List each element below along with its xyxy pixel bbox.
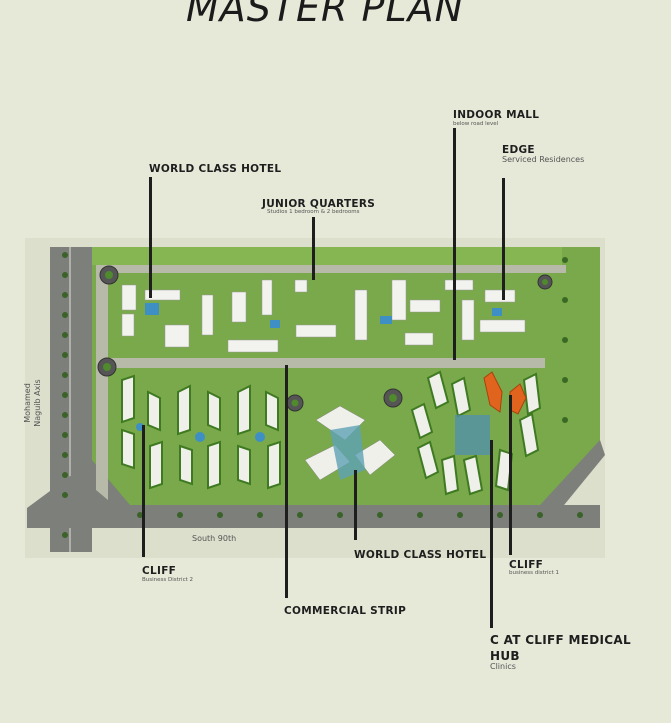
top-buildings	[121, 279, 526, 353]
leader-line-edge	[502, 178, 505, 300]
leader-line-indoor-mall	[453, 128, 456, 360]
sublabel-junior-quarters: Studios 1 bedroom & 2 bedrooms	[267, 209, 360, 215]
trees	[62, 252, 583, 538]
label-junior-quarters: JUNIOR QUARTERS	[262, 198, 376, 210]
sublabel-edge: Serviced Residences	[502, 155, 585, 164]
leader-line-cliff-1	[509, 395, 512, 555]
label-indoor-mall: INDOOR MALL	[453, 109, 540, 121]
leader-line-commercial	[285, 365, 288, 598]
leader-line-junior	[312, 217, 315, 280]
label-hotel-top: WORLD CLASS HOTEL	[149, 163, 282, 175]
label-medical-hub: C AT CLIFF MEDICAL HUB	[490, 633, 631, 663]
medical-hub-building	[483, 371, 527, 415]
sublabel-medical-hub: Clinics	[490, 662, 516, 671]
page-title: MASTER PLAN	[185, 0, 465, 30]
sublabel-cliff-2: Business District 2	[142, 577, 194, 583]
leader-line-cliff-2	[142, 425, 145, 557]
cliff-district-1-buildings	[410, 370, 542, 496]
leader-line-hotel-top	[149, 177, 152, 298]
road-label-mohamed-naguib: Mohamed Naguib Axis	[23, 373, 43, 433]
top-green-strip	[92, 247, 562, 265]
leader-line-medical	[490, 440, 493, 628]
label-cliff-1: CLIFF	[509, 559, 544, 571]
road-label-line-2: Naguib Axis	[33, 379, 42, 427]
south-90th-road	[27, 460, 600, 528]
label-hotel-bottom: WORLD CLASS HOTEL	[354, 549, 487, 561]
road-label-south-90th: South 90th	[192, 534, 237, 543]
label-commercial-strip: COMMERCIAL STRIP	[284, 605, 407, 617]
label-edge: EDGE	[502, 144, 535, 156]
sublabel-cliff-1: business district 1	[509, 570, 559, 576]
road-label-line-1: Mohamed	[23, 383, 32, 423]
leader-line-hotel-bottom	[354, 470, 357, 540]
cliff-district-2-buildings	[121, 374, 281, 490]
sublabel-indoor-mall: below road level	[453, 121, 499, 127]
label-cliff-2: CLIFF	[142, 565, 177, 577]
